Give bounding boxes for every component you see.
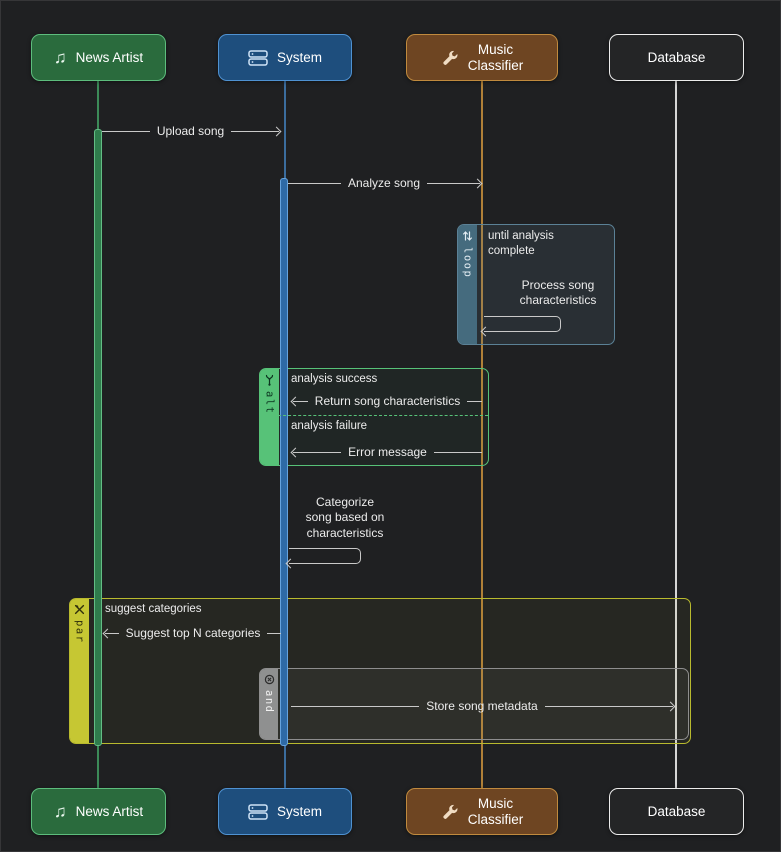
participant-name: System (276, 803, 322, 819)
participant-name: Database (647, 49, 706, 65)
message-line (433, 451, 483, 453)
self-message-categorize (289, 548, 361, 564)
wrench-icon (443, 804, 458, 819)
server-icon (248, 49, 268, 66)
message-analyze-song: Analyze song (288, 175, 483, 191)
message-suggest-categories-label: Suggest top N categories (125, 626, 261, 640)
arrowhead-left-icon (290, 396, 301, 406)
message-line (293, 451, 342, 453)
participant-name: News Artist (75, 803, 144, 819)
message-upload-song: Upload song (102, 123, 282, 139)
message-line (291, 705, 420, 707)
branch-icon (265, 374, 274, 386)
wrench-icon (443, 50, 458, 65)
message-line (427, 182, 481, 184)
participant-system-bottom: System (218, 788, 352, 835)
participant-news-artist-bottom: ♫ News Artist (31, 788, 166, 835)
repeat-icon (463, 231, 472, 241)
message-line (293, 400, 308, 402)
and-fragment-strip: and (260, 669, 278, 739)
par-fragment-label: par (73, 620, 86, 644)
participant-database-top: Database (609, 34, 744, 81)
participant-music-classifier-bottom: Music Classifier (406, 788, 558, 835)
message-line (288, 182, 341, 184)
server-icon (248, 803, 268, 820)
activation-bar-news-artist (94, 129, 102, 746)
participant-music-classifier-top: Music Classifier (406, 34, 558, 81)
music-note-icon: ♫ (53, 48, 67, 67)
par-fragment: par (69, 598, 691, 744)
message-store-metadata-label: Store song metadata (426, 699, 538, 713)
alt-divider (278, 415, 488, 416)
alt-fragment-strip: alt (260, 369, 279, 465)
participant-name: Database (647, 803, 706, 819)
and-fragment: and (259, 668, 689, 740)
arrowhead-right-icon (271, 126, 282, 136)
message-line (105, 632, 119, 634)
circle-x-icon (264, 674, 274, 685)
message-process-song-label: Process song characteristics (519, 278, 597, 308)
message-upload-song-label: Upload song (156, 124, 225, 138)
par-fragment-strip: par (70, 599, 89, 743)
lifeline-database (675, 81, 677, 788)
participant-name: News Artist (75, 49, 144, 65)
message-line (467, 400, 482, 402)
arrowhead-left-icon (290, 447, 301, 457)
alt-fragment: alt (259, 368, 489, 466)
self-message-process-song (484, 316, 561, 332)
message-line (267, 632, 281, 634)
loop-fragment-label: loop (461, 247, 474, 279)
and-fragment-label: and (263, 690, 275, 714)
loop-condition: until analysis complete (488, 230, 554, 257)
music-note-icon: ♫ (53, 802, 67, 821)
tools-icon (74, 604, 85, 615)
message-line (231, 130, 280, 132)
loop-fragment-strip: loop (458, 225, 477, 344)
arrowhead-right-icon (665, 701, 676, 711)
par-condition: suggest categories (105, 603, 202, 615)
participant-name: Music Classifier (467, 795, 524, 827)
message-return-characteristics-label: Return song characteristics (314, 394, 461, 408)
message-return-characteristics: Return song characteristics (290, 393, 482, 409)
alt-fragment-label: alt (263, 391, 276, 415)
alt-case-failure: analysis failure (291, 420, 368, 432)
participant-system-top: System (218, 34, 352, 81)
arrowhead-right-icon (472, 178, 483, 188)
participant-news-artist-top: ♫ News Artist (31, 34, 166, 81)
activation-bar-system (280, 178, 288, 746)
message-error-label: Error message (348, 445, 427, 459)
message-store-metadata: Store song metadata (291, 698, 676, 714)
message-analyze-song-label: Analyze song (347, 176, 421, 190)
participant-name: Music Classifier (467, 41, 524, 73)
participant-name: System (276, 49, 322, 65)
message-error: Error message (290, 444, 483, 460)
alt-case-success: analysis success (291, 373, 378, 385)
message-line (544, 705, 673, 707)
loop-fragment: loop (457, 224, 615, 345)
message-categorize-label: Categorize song based on characteristics (305, 495, 385, 540)
lifeline-music-classifier (481, 81, 483, 788)
message-line (102, 130, 150, 132)
message-suggest-categories: Suggest top N categories (102, 625, 281, 641)
participant-database-bottom: Database (609, 788, 744, 835)
arrowhead-left-icon (102, 628, 113, 638)
